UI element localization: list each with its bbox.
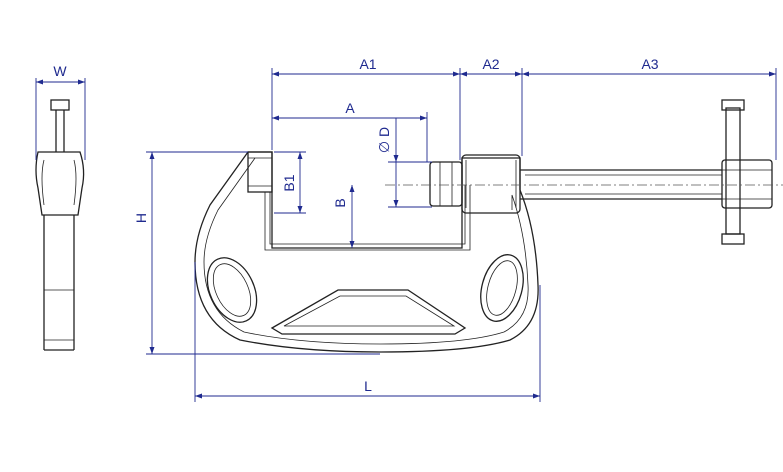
dimension-l: L [194,262,541,402]
label-a2: A2 [482,56,499,72]
dimension-d: ∅ D [376,118,432,208]
dimension-b1: B1 [274,151,306,214]
dimension-w: W [35,63,86,160]
dimension-a3: A3 [522,56,777,160]
label-l: L [364,378,372,394]
dimension-a2: A2 [460,56,523,156]
label-w: W [53,63,67,79]
dimension-a1: A1 [271,56,461,160]
dimension-a: A [272,100,428,162]
clamp-front-view [194,99,783,353]
label-h: H [133,213,149,223]
clamp-side-view [35,99,85,351]
label-b1: B1 [281,174,297,191]
label-a: A [345,100,355,116]
label-a1: A1 [359,56,376,72]
dimension-b: B [332,185,355,248]
dimension-h: H [133,151,380,355]
label-b: B [332,198,348,207]
label-d: ∅ D [376,127,392,153]
label-a3: A3 [641,56,658,72]
